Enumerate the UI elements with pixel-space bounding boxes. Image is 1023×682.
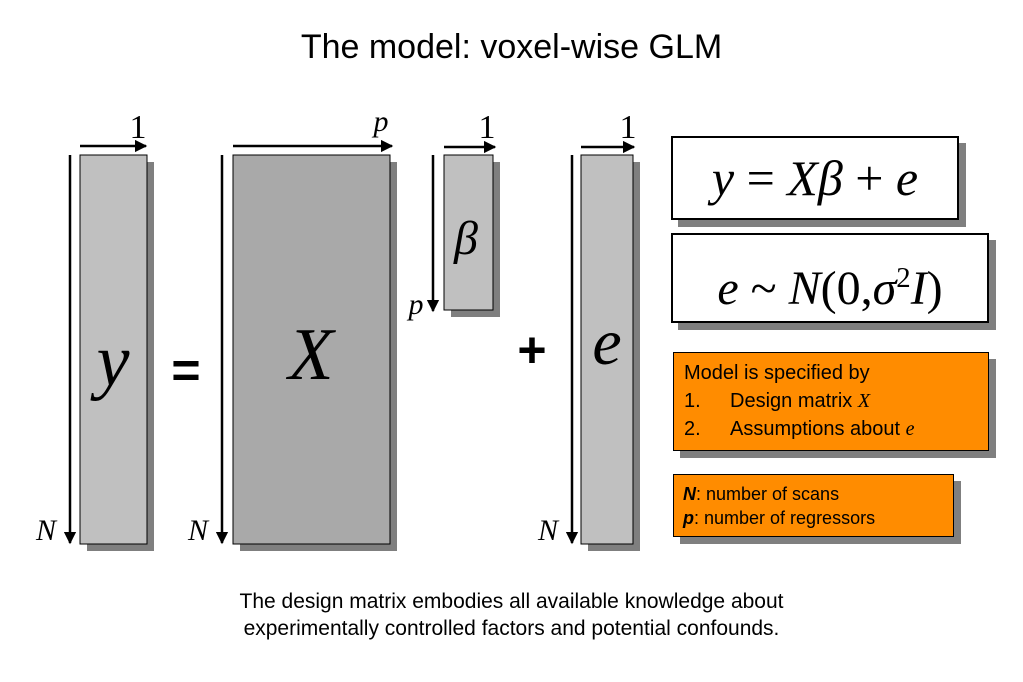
spec-item-text: Assumptions about — [730, 418, 906, 440]
eq-plus: + — [855, 150, 884, 206]
row-count-label: N — [537, 514, 560, 547]
column-count-label: 1 — [479, 109, 496, 146]
spec-item: 1. Design matrix X — [684, 387, 988, 415]
page-title: The model: voxel-wise GLM — [300, 28, 723, 66]
dist-sigma: σ — [872, 262, 897, 315]
symbol-legend-box: N: number of scans p: number of regresso… — [673, 474, 954, 537]
column-count-label: 1 — [620, 109, 637, 146]
model-specification-box: Model is specified by 1.Design matrix X … — [673, 352, 989, 451]
matrix-symbol-y: y — [90, 320, 130, 402]
vector-e: 1 N e — [537, 109, 640, 551]
spec-item-text: Design matrix — [730, 390, 858, 412]
legend-p: p: number of regressors — [683, 506, 953, 530]
column-count-label: 1 — [130, 109, 147, 146]
spec-heading: Model is specified by — [684, 362, 870, 384]
eq-y: y — [711, 150, 735, 206]
dist-close: ) — [926, 262, 943, 315]
spec-item-symbol: X — [857, 390, 871, 412]
dist-n: N — [788, 262, 821, 315]
spec-item-number: 2. — [684, 418, 701, 440]
spec-item: 2. Assumptions about e — [684, 415, 988, 443]
row-count-label: N — [187, 514, 210, 547]
plus-sign: + — [517, 322, 546, 378]
error-distribution-box: e ~ N(0,σ2I) — [671, 233, 989, 323]
spec-item-symbol: e — [905, 418, 915, 440]
column-count-label: p — [372, 105, 389, 138]
spec-item-number: 1. — [684, 390, 701, 412]
footer-line-2: experimentally controlled factors and po… — [243, 617, 780, 640]
footer-line-1: The design matrix embodies all available… — [239, 590, 784, 613]
dist-sup: 2 — [896, 262, 911, 294]
eq-e: e — [895, 150, 919, 206]
matrix-y: 1 N y — [35, 109, 154, 551]
equals-sign: = — [171, 342, 200, 398]
eq-beta: β — [817, 150, 843, 206]
legend-p-symbol: p — [683, 508, 694, 528]
row-count-label: N — [35, 514, 58, 547]
legend-n: N: number of scans — [683, 482, 953, 506]
eq-equals: = — [746, 150, 775, 206]
footer-caption: The design matrix embodies all available… — [0, 588, 1023, 642]
dist-i: I — [910, 262, 927, 315]
vector-beta: 1 p β — [407, 109, 500, 321]
vector-symbol-beta: β — [453, 212, 478, 265]
legend-n-symbol: N — [683, 484, 696, 504]
dist-e: e — [717, 262, 739, 315]
dist-open: (0, — [820, 262, 873, 315]
eq-x: X — [787, 150, 818, 206]
model-equation-box: y = Xβ + e — [671, 136, 959, 220]
legend-p-text: : number of regressors — [694, 508, 876, 528]
legend-n-text: : number of scans — [696, 484, 840, 504]
row-count-label: p — [407, 288, 424, 321]
matrix-symbol-x: X — [285, 314, 336, 396]
dist-tilde: ~ — [750, 262, 777, 315]
vector-symbol-e: e — [592, 306, 621, 379]
matrix-x: p N X — [187, 105, 397, 551]
